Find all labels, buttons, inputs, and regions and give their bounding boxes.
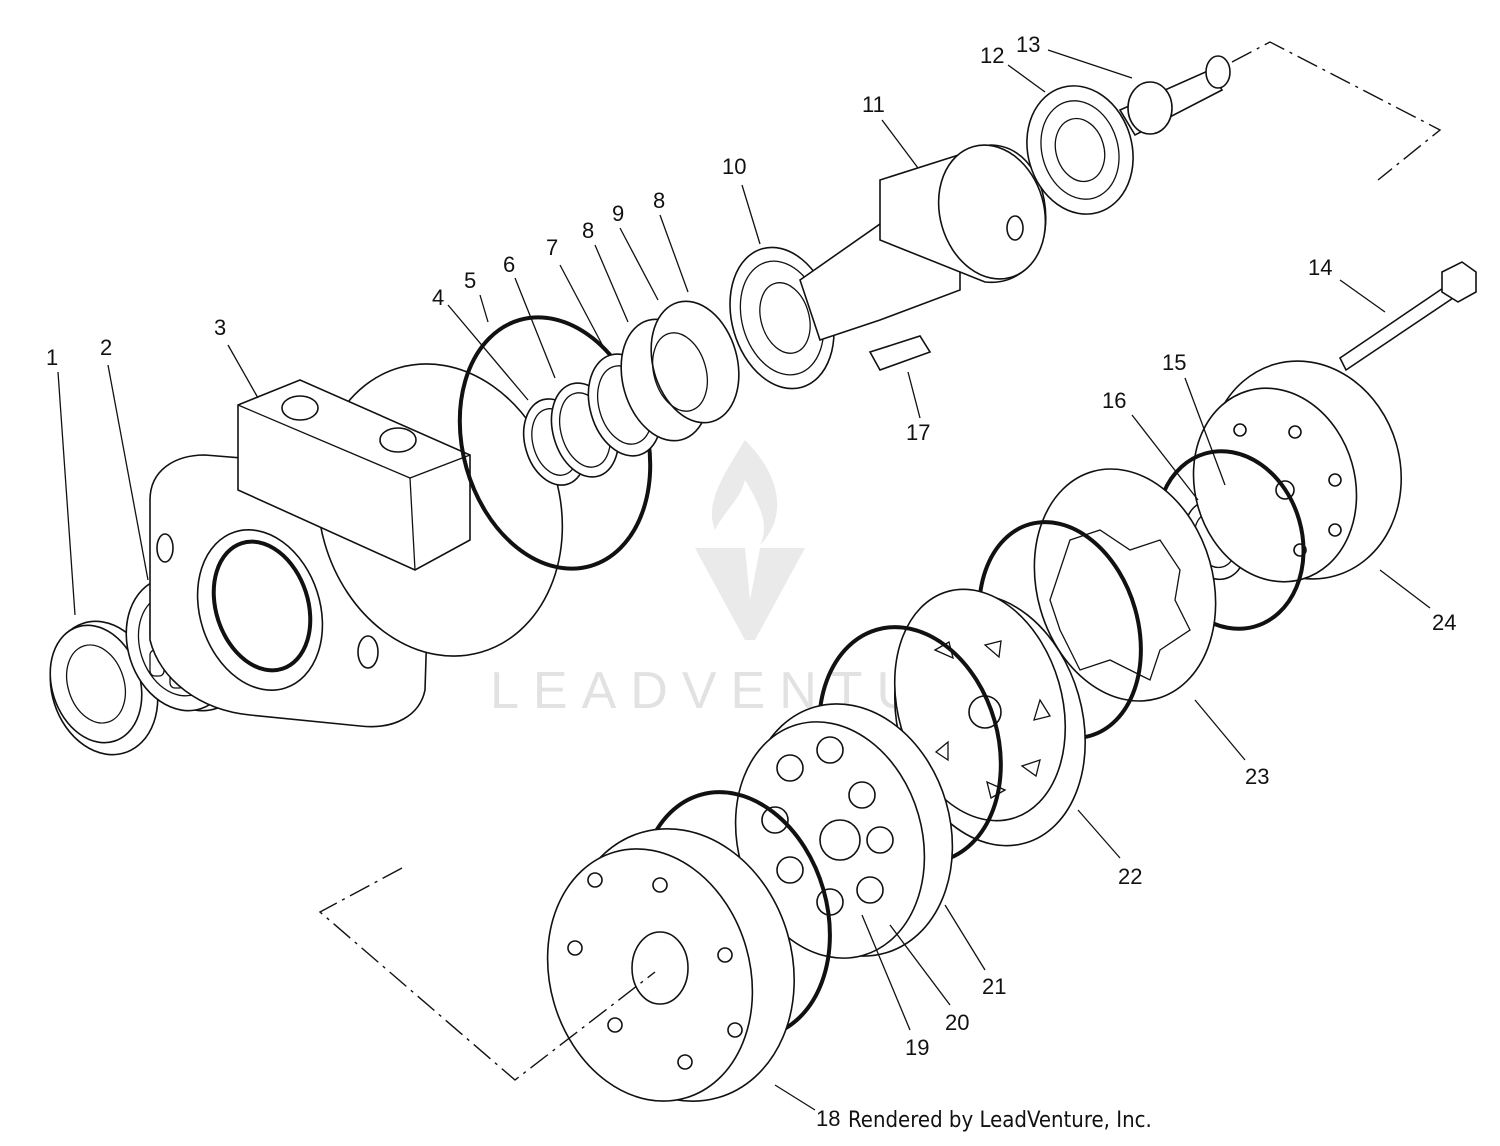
callout-18: 18: [816, 1106, 840, 1131]
callout-14: 14: [1308, 255, 1332, 280]
callout-11: 11: [862, 92, 885, 117]
callout-8a: 8: [582, 218, 594, 243]
callout-24: 24: [1432, 610, 1456, 635]
part-gerotor: [734, 625, 1003, 959]
callout-6: 6: [503, 252, 515, 277]
leader-lines: [57, 49, 1431, 1111]
callout-7: 7: [546, 235, 558, 260]
callout-4: 4: [432, 285, 444, 310]
part-bolt: [1338, 261, 1477, 372]
credit-text: Rendered by LeadVenture, Inc.: [848, 1108, 1152, 1133]
callout-17: 17: [906, 420, 930, 445]
part-housing: [149, 363, 564, 728]
callout-19: 19: [905, 1035, 929, 1060]
callout-21: 21: [982, 974, 1006, 999]
callout-13: 13: [1016, 32, 1040, 57]
alignment-lines: [318, 41, 1442, 1081]
callout-2: 2: [100, 335, 112, 360]
callout-9: 9: [612, 201, 624, 226]
callout-labels: 1 2 3 4 5 6 7 8 9 8 10 11 12 13 14 15 16…: [46, 32, 1456, 1131]
callout-12: 12: [980, 43, 1004, 68]
callout-3: 3: [214, 315, 226, 340]
part-key: [868, 335, 932, 371]
callout-20: 20: [945, 1010, 969, 1035]
callout-1: 1: [46, 345, 58, 370]
part-thrust-bearing: [620, 300, 740, 442]
part-output-shaft: [799, 144, 1047, 342]
part-valve-plate: [893, 520, 1143, 847]
callout-22: 22: [1118, 864, 1142, 889]
part-gear: [1026, 85, 1134, 215]
callout-8b: 8: [653, 188, 665, 213]
callout-10: 10: [722, 154, 746, 179]
callout-16: 16: [1102, 388, 1126, 413]
part-end-cap: [1192, 360, 1403, 583]
callout-15: 15: [1162, 350, 1186, 375]
callout-5: 5: [464, 268, 476, 293]
part-drive: [1118, 55, 1231, 137]
callout-23: 23: [1245, 764, 1269, 789]
